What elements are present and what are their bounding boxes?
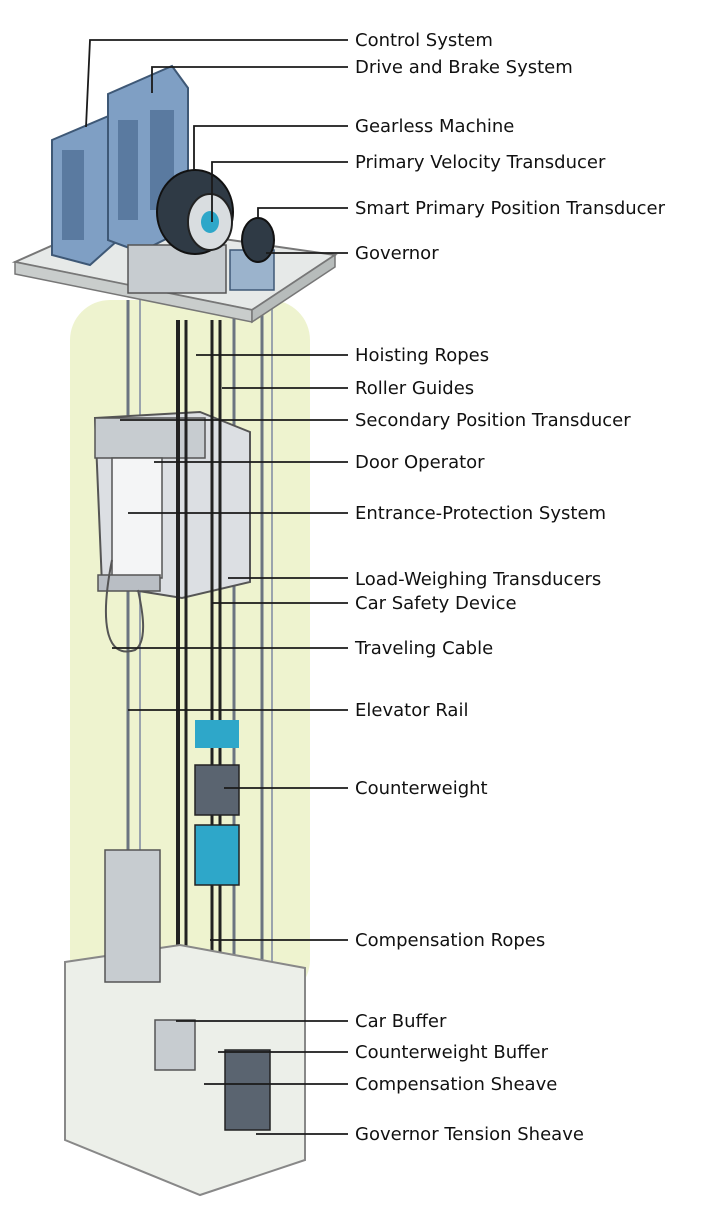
label-compensation-sheave: Compensation Sheave	[355, 1074, 557, 1095]
label-counterweight: Counterweight	[355, 778, 488, 799]
leader-lines	[85, 39, 348, 1135]
label-smart-primary-position-transducer: Smart Primary Position Transducer	[355, 198, 666, 219]
label-counterweight-buffer: Counterweight Buffer	[355, 1042, 549, 1063]
governor	[229, 217, 275, 291]
label-elevator-rail: Elevator Rail	[355, 700, 468, 721]
label-gearless-machine: Gearless Machine	[355, 116, 514, 137]
leader-control-system	[85, 39, 348, 128]
label-control-system: Control System	[355, 30, 493, 51]
gearless-machine	[127, 169, 234, 294]
counterweight	[194, 720, 240, 886]
label-primary-velocity-transducer: Primary Velocity Transducer	[355, 152, 606, 173]
label-car-buffer: Car Buffer	[355, 1011, 447, 1032]
label-governor: Governor	[355, 243, 439, 264]
label-secondary-position-transducer: Secondary Position Transducer	[355, 410, 631, 431]
leader-smart-primary-position-transducer	[257, 207, 348, 218]
label-roller-guides: Roller Guides	[355, 378, 474, 399]
elevator-car	[93, 410, 251, 600]
leader-drive-brake-system	[151, 66, 348, 93]
elevator-pit	[64, 849, 306, 1197]
label-traveling-cable: Traveling Cable	[354, 638, 493, 659]
labels: Control System Drive and Brake System Ge…	[354, 30, 666, 1145]
traveling-cable	[104, 559, 145, 653]
label-hoisting-ropes: Hoisting Ropes	[355, 345, 489, 366]
leader-primary-velocity-transducer	[211, 161, 348, 222]
label-entrance-protection-system: Entrance-Protection System	[355, 503, 606, 524]
label-door-operator: Door Operator	[355, 452, 485, 473]
label-load-weighing-transducers: Load-Weighing Transducers	[355, 569, 601, 590]
label-car-safety-device: Car Safety Device	[355, 593, 517, 614]
label-governor-tension-sheave: Governor Tension Sheave	[355, 1124, 584, 1145]
label-drive-brake-system: Drive and Brake System	[355, 57, 573, 78]
label-compensation-ropes: Compensation Ropes	[355, 930, 545, 951]
leader-gearless-machine	[193, 125, 348, 170]
